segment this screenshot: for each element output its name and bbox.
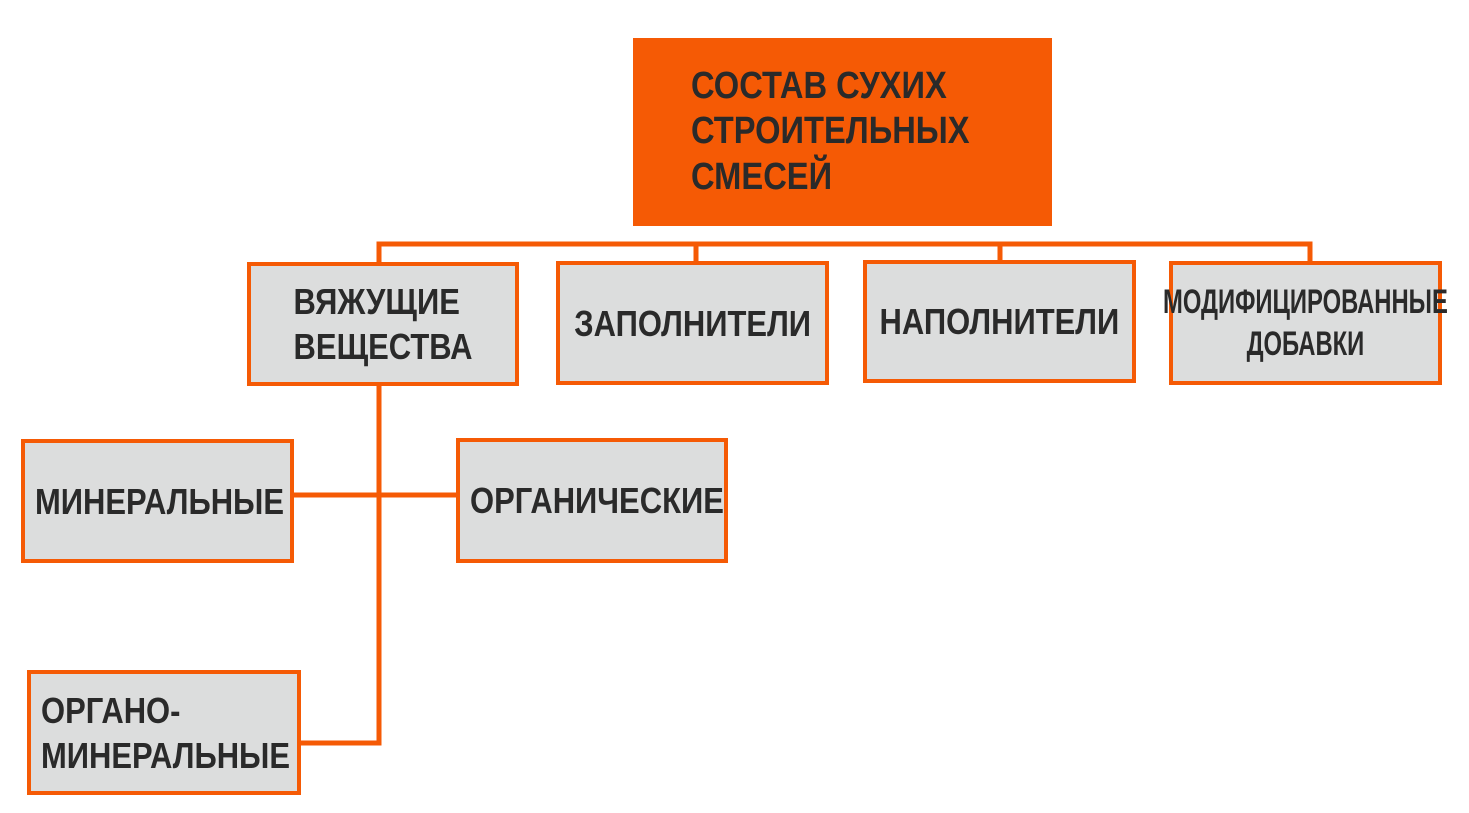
root-line: СТРОИТЕЛЬНЫХ bbox=[691, 110, 970, 153]
node-organic: ОРГАНИЧЕСКИЕ bbox=[456, 438, 728, 563]
root-line: СОСТАВ СУХИХ bbox=[691, 64, 947, 107]
node-label: ВЯЖУЩИЕ bbox=[293, 281, 460, 322]
node-label: МИНЕРАЛЬНЫЕ bbox=[35, 480, 285, 522]
node-label: ОРГАНО- bbox=[41, 689, 181, 731]
node-mineral: МИНЕРАЛЬНЫЕ bbox=[21, 439, 294, 563]
root-line: СМЕСЕЙ bbox=[691, 155, 833, 198]
node-label: НАПОЛНИТЕЛИ bbox=[879, 301, 1120, 342]
node-label: ВЕЩЕСТВА bbox=[293, 326, 473, 367]
node-label: МИНЕРАЛЬНЫЕ bbox=[41, 734, 291, 776]
node-organo-mineral: ОРГАНО- МИНЕРАЛЬНЫЕ bbox=[27, 670, 301, 795]
node-binders: ВЯЖУЩИЕ ВЕЩЕСТВА bbox=[247, 262, 519, 386]
connector-binders-trunk bbox=[300, 385, 382, 746]
node-label: ДОБАВКИ bbox=[1246, 325, 1365, 363]
node-label: МОДИФИЦИРОВАННЫЕ bbox=[1163, 282, 1448, 321]
root-node: СОСТАВ СУХИХ СТРОИТЕЛЬНЫХ СМЕСЕЙ bbox=[633, 38, 1052, 226]
node-label: ЗАПОЛНИТЕЛИ bbox=[574, 302, 811, 344]
connector-root-bus bbox=[376, 241, 1313, 263]
node-fillers: ЗАПОЛНИТЕЛИ bbox=[556, 261, 829, 385]
node-fine-fillers: НАПОЛНИТЕЛИ bbox=[863, 260, 1136, 383]
node-modified-additives: МОДИФИЦИРОВАННЫЕ ДОБАВКИ bbox=[1163, 261, 1448, 385]
node-label: ОРГАНИЧЕСКИЕ bbox=[470, 480, 724, 521]
